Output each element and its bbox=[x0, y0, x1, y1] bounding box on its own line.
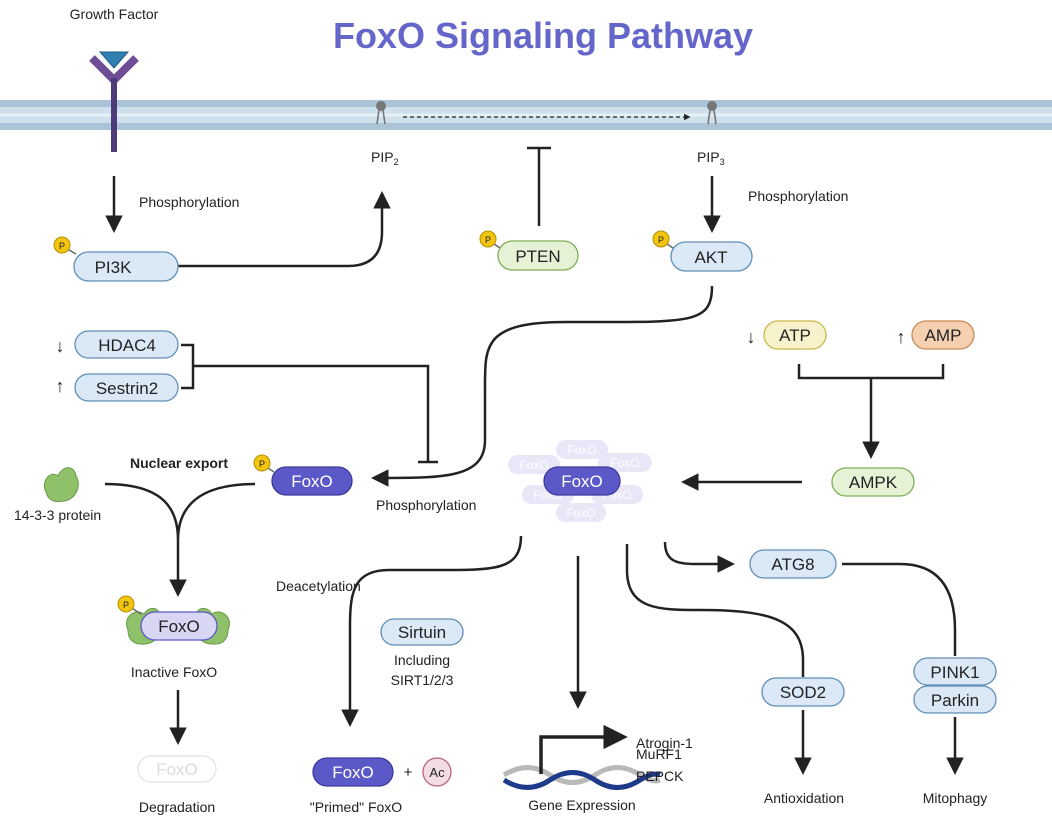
plus-label: + bbox=[404, 764, 413, 781]
growth-factor-label: Growth Factor bbox=[70, 6, 159, 22]
degradation-label: Degradation bbox=[139, 799, 215, 815]
pten-node: P PTEN bbox=[479, 230, 579, 271]
svg-text:SOD2: SOD2 bbox=[780, 683, 826, 702]
foxo-to-primed-arrow bbox=[341, 535, 523, 727]
primed-foxo-label: "Primed" FoxO bbox=[310, 799, 403, 815]
diagram-title: FoxO Signaling Pathway bbox=[333, 15, 753, 56]
deacetylation-label: Deacetylation bbox=[276, 578, 361, 594]
sestrin2-node: Sestrin2 bbox=[74, 373, 179, 402]
svg-text:FoxO: FoxO bbox=[291, 472, 333, 491]
svg-text:P: P bbox=[59, 241, 65, 251]
phosphate-icon bbox=[652, 230, 670, 248]
akt-node: P AKT bbox=[652, 230, 753, 272]
svg-text:AKT: AKT bbox=[694, 248, 727, 267]
svg-text:ATP: ATP bbox=[779, 326, 811, 345]
pepck-label: PEPCK bbox=[636, 768, 684, 784]
svg-text:PI3K: PI3K bbox=[95, 258, 133, 277]
ampk-node: AMPK bbox=[831, 467, 915, 497]
svg-text:PINK1: PINK1 bbox=[930, 663, 979, 682]
svg-text:Sestrin2: Sestrin2 bbox=[96, 379, 158, 398]
pip3-lipid-icon bbox=[707, 101, 717, 125]
parkin-node: Parkin bbox=[913, 685, 997, 714]
svg-text:P: P bbox=[658, 235, 664, 245]
transcription-start-arrow bbox=[539, 724, 628, 774]
cell-membrane bbox=[0, 100, 1052, 130]
phosphate-icon bbox=[253, 454, 271, 472]
nuclear-export-merge-arrow bbox=[104, 482, 256, 590]
foxo-primed-node: FoxO bbox=[312, 757, 394, 787]
pi3k-node: P PI3K bbox=[53, 236, 179, 282]
svg-text:FoxO: FoxO bbox=[519, 458, 548, 472]
up-arrow-icon: ↑ bbox=[897, 327, 906, 347]
svg-text:AMPK: AMPK bbox=[849, 473, 898, 492]
svg-text:FoxO: FoxO bbox=[332, 763, 374, 782]
phosphate-icon bbox=[53, 236, 71, 254]
phosphate-icon bbox=[479, 230, 497, 248]
svg-text:ATG8: ATG8 bbox=[771, 555, 814, 574]
svg-text:FoxO: FoxO bbox=[561, 472, 603, 491]
foxo-cluster: FoxO FoxO FoxO FoxO FoxO FoxO bbox=[508, 440, 652, 522]
up-arrow-icon: ↑ bbox=[56, 376, 65, 396]
hdac4-sestrin2-inhibition-line bbox=[181, 343, 430, 462]
protein-14-3-3-label: 14-3-3 protein bbox=[14, 507, 101, 523]
dna-icon bbox=[502, 765, 661, 790]
down-arrow-icon: ↓ bbox=[747, 327, 756, 347]
atp-amp-to-ampk-arrow bbox=[797, 364, 945, 452]
inactive-foxo-label: Inactive FoxO bbox=[131, 664, 217, 680]
svg-text:Sirtuin: Sirtuin bbox=[398, 623, 446, 642]
svg-text:HDAC4: HDAC4 bbox=[98, 336, 156, 355]
sod2-node: SOD2 bbox=[761, 677, 845, 707]
pip2-label: PIP2 bbox=[371, 149, 399, 167]
foxo-phospho-node: P FoxO bbox=[253, 454, 353, 496]
foxo-center-node: FoxO bbox=[543, 466, 621, 496]
sirtuin-node: Sirtuin bbox=[380, 618, 464, 646]
akt-to-foxo-arrow bbox=[371, 285, 714, 487]
atrogin-label: Atrogin-1 bbox=[636, 735, 693, 751]
gene-expression-label: Gene Expression bbox=[528, 797, 635, 813]
murf1-label: MuRF1 bbox=[636, 746, 682, 762]
svg-text:FoxO: FoxO bbox=[156, 760, 198, 779]
phosphate-icon bbox=[117, 595, 135, 613]
svg-text:Ac: Ac bbox=[429, 765, 445, 780]
amp-node: AMP bbox=[911, 320, 975, 350]
inactive-foxo-complex: FoxO P bbox=[117, 595, 230, 645]
antioxidation-label: Antioxidation bbox=[764, 790, 844, 806]
including-label: Including bbox=[394, 652, 450, 668]
pi3k-to-pip2-arrow bbox=[178, 191, 391, 268]
svg-text:AMP: AMP bbox=[925, 326, 962, 345]
atg8-to-pink1-line bbox=[842, 562, 957, 656]
pip2-lipid-icon bbox=[376, 101, 386, 125]
down-arrow-icon: ↓ bbox=[56, 336, 65, 356]
phosphorylation-label-1: Phosphorylation bbox=[139, 194, 239, 210]
growth-factor-receptor-icon bbox=[89, 51, 139, 152]
phosphorylation-label-2: Phosphorylation bbox=[748, 188, 848, 204]
pink1-node: PINK1 bbox=[913, 657, 997, 686]
hdac4-node: HDAC4 bbox=[74, 330, 179, 359]
svg-text:FoxO: FoxO bbox=[566, 506, 595, 520]
sirt-label: SIRT1/2/3 bbox=[391, 672, 454, 688]
svg-text:FoxO: FoxO bbox=[567, 443, 596, 457]
pip3-label: PIP3 bbox=[697, 149, 725, 167]
svg-text:Parkin: Parkin bbox=[931, 691, 979, 710]
phosphorylation-label-3: Phosphorylation bbox=[376, 497, 476, 513]
svg-text:P: P bbox=[123, 600, 129, 610]
atp-node: ATP bbox=[763, 320, 827, 350]
atg8-node: ATG8 bbox=[749, 549, 837, 579]
svg-text:P: P bbox=[259, 459, 265, 469]
svg-text:PTEN: PTEN bbox=[515, 247, 560, 266]
svg-text:FoxO: FoxO bbox=[158, 617, 200, 636]
foxo-degraded-node: FoxO bbox=[137, 755, 217, 783]
foxo-to-sod2-line bbox=[625, 544, 805, 677]
svg-text:P: P bbox=[485, 235, 491, 245]
protein-14-3-3-icon bbox=[44, 467, 79, 503]
foxo-to-atg8-arrow bbox=[663, 541, 735, 573]
mitophagy-label: Mitophagy bbox=[923, 790, 988, 806]
nuclear-export-label: Nuclear export bbox=[130, 455, 228, 471]
svg-text:FoxO: FoxO bbox=[610, 456, 639, 470]
acetyl-node: Ac bbox=[422, 757, 452, 787]
